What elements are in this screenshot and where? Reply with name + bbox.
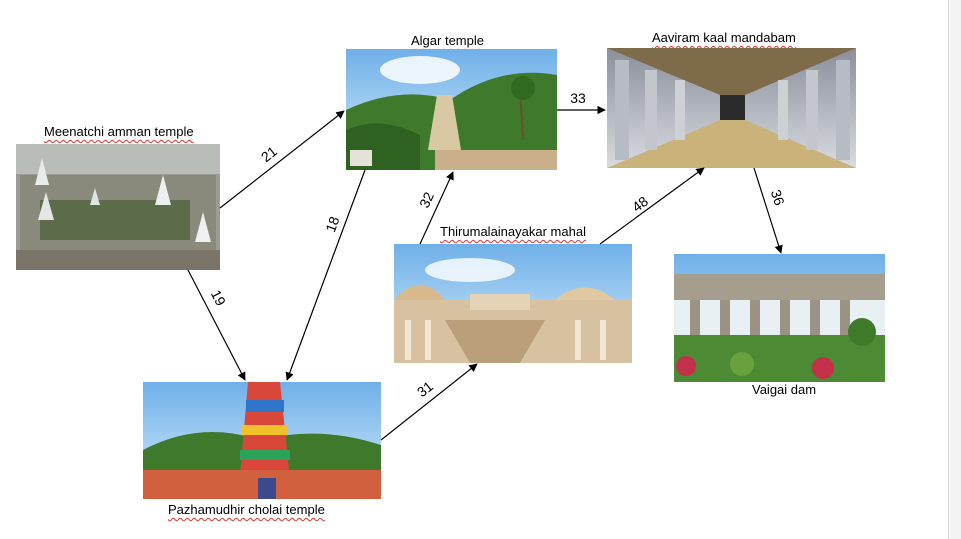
node-image-aaviram <box>607 48 856 168</box>
edge-weight-thirumalai-aaviram: 48 <box>629 193 651 215</box>
node-image-meenatchi <box>16 144 220 270</box>
node-image-pazhamudhir <box>143 382 381 499</box>
node-label-aaviram: Aaviram kaal mandabam <box>652 30 796 45</box>
edge-thirumalai-aaviram <box>599 167 705 245</box>
page-edge-divider <box>948 0 949 539</box>
node-label-meenatchi: Meenatchi amman temple <box>44 124 194 139</box>
node-label-vaigai: Vaigai dam <box>752 382 817 397</box>
edge-weight-thirumalai-algar: 32 <box>416 189 437 210</box>
edge-weight-aaviram-vaigai: 36 <box>768 188 788 208</box>
edge-weight-algar-pazhamudhir: 18 <box>322 214 342 234</box>
node-image-vaigai <box>674 254 885 382</box>
edge-weight-pazhamudhir-thirumalai: 31 <box>414 378 436 400</box>
vertical-scrollbar[interactable] <box>950 0 961 539</box>
edge-meenatchi-algar <box>219 110 345 209</box>
edge-weight-meenatchi-algar: 21 <box>258 143 280 165</box>
edge-algar-pazhamudhir <box>285 169 366 381</box>
node-label-algar: Algar temple <box>411 33 484 48</box>
edge-thirumalai-algar <box>419 171 454 245</box>
edge-weight-algar-aaviram: 33 <box>570 90 586 106</box>
node-image-algar <box>346 49 557 170</box>
node-image-thirumalai <box>394 244 632 363</box>
edge-aaviram-vaigai <box>753 167 783 254</box>
edges <box>187 105 783 441</box>
edge-weight-meenatchi-pazhamudhir: 19 <box>208 287 229 308</box>
node-label-pazhamudhir: Pazhamudhir cholai temple <box>168 502 325 517</box>
edge-pazhamudhir-thirumalai <box>380 363 478 441</box>
edge-meenatchi-pazhamudhir <box>187 269 246 381</box>
node-label-thirumalai: Thirumalainayakar mahal <box>440 224 586 239</box>
